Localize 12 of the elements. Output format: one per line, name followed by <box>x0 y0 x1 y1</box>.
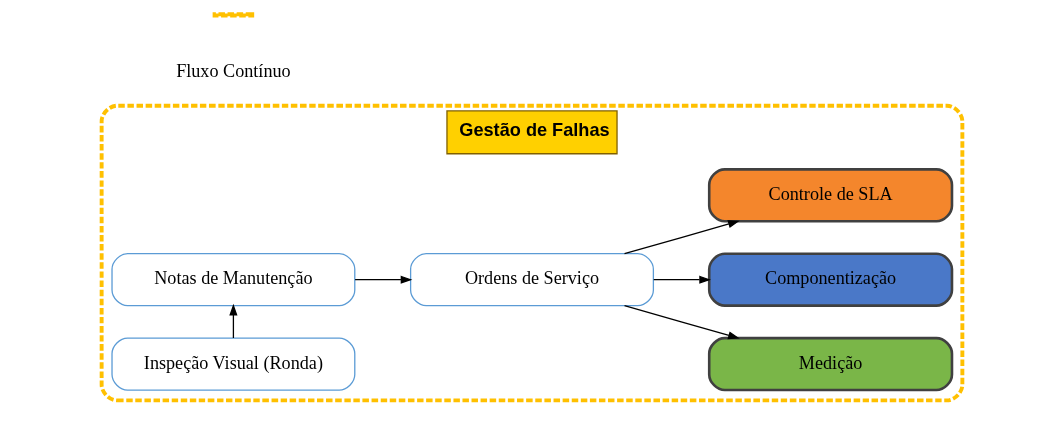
arrow <box>623 219 740 254</box>
arrow <box>353 275 412 284</box>
node-box: Controle de SLA <box>707 167 953 223</box>
node-box: Componentização <box>707 251 953 307</box>
arrow <box>228 303 237 339</box>
legend-label: Fluxo Contínuo <box>175 60 291 81</box>
arrow <box>652 275 711 284</box>
node-box: Notas de Manutenção <box>110 252 355 306</box>
node-box: Medição <box>707 336 953 391</box>
node-box: Ordens de Serviço <box>409 252 654 306</box>
node-box: Inspeção Visual (Ronda) <box>110 336 355 391</box>
arrow <box>623 304 740 339</box>
